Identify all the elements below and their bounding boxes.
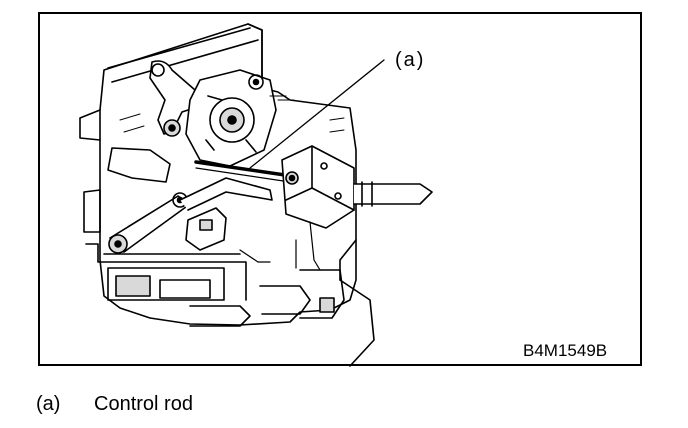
- shaft-collar: [361, 181, 373, 207]
- right-wall-2: [339, 239, 357, 281]
- base-assembly: [107, 267, 345, 327]
- figure-code: B4M1549B: [523, 341, 608, 360]
- hatching: [119, 95, 345, 133]
- left-clip: [83, 189, 101, 233]
- right-actuator: [281, 145, 355, 229]
- control-rod-edge: [195, 167, 291, 183]
- left-rail: [85, 243, 247, 301]
- left-bracket: [79, 109, 101, 141]
- lower-linkage: [108, 177, 273, 254]
- wire-harness: [239, 221, 321, 271]
- gear-actuator: [185, 69, 277, 167]
- housing-shelf: [107, 27, 259, 83]
- right-shaft: [353, 183, 433, 205]
- right-wall: [339, 279, 375, 367]
- legend-text: Control rod: [94, 393, 193, 415]
- housing-top-face: [247, 23, 263, 89]
- legend-key: (a): [36, 393, 61, 415]
- callout-leader: [249, 59, 385, 169]
- control-rod: [194, 160, 294, 178]
- upper-lever: [149, 60, 217, 137]
- callout-label-a: (a): [395, 49, 426, 71]
- cam-block: [185, 207, 227, 251]
- side-tab: [107, 147, 171, 183]
